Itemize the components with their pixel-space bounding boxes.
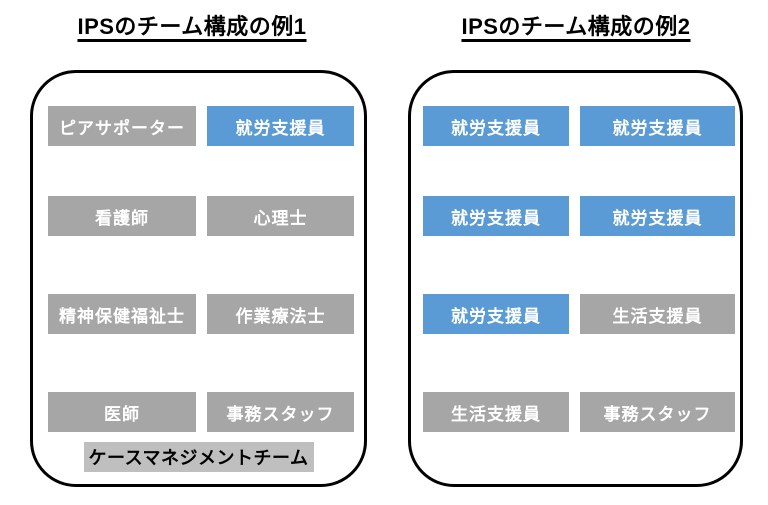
team-example-2-container: 就労支援員 就労支援員 就労支援員 就労支援員 就労支援員 生活支援員 生活支援… [408, 70, 743, 487]
team-role-box: 作業療法士 [207, 294, 354, 334]
team-role-box: 事務スタッフ [207, 392, 354, 432]
team-example-2-title-text: IPSのチーム構成の例2 [461, 14, 691, 39]
team-example-1-title: IPSのチーム構成の例1 [0, 9, 384, 41]
team-role-box: 事務スタッフ [580, 392, 735, 432]
team-role-box: 就労支援員 [580, 196, 735, 236]
team-example-2-title: IPSのチーム構成の例2 [384, 9, 768, 41]
team-role-box: 就労支援員 [423, 106, 569, 146]
team-role-box: 就労支援員 [423, 196, 569, 236]
team-role-box: 就労支援員 [207, 106, 354, 146]
team-role-box: 看護師 [48, 196, 196, 236]
team-role-box: 心理士 [207, 196, 354, 236]
team-example-1-container: ピアサポーター 就労支援員 看護師 心理士 精神保健福祉士 作業療法士 医師 事… [30, 70, 367, 487]
team-role-box: 生活支援員 [423, 392, 569, 432]
team-role-box: 生活支援員 [580, 294, 735, 334]
team-role-box: 就労支援員 [423, 294, 569, 334]
team-role-box: 精神保健福祉士 [48, 294, 196, 334]
team-role-box: ピアサポーター [48, 106, 196, 146]
team-role-box: 就労支援員 [580, 106, 735, 146]
team-role-box: 医師 [48, 392, 196, 432]
team-example-1-title-text: IPSのチーム構成の例1 [77, 14, 307, 39]
case-management-team-label: ケースマネジメントチーム [83, 442, 314, 472]
